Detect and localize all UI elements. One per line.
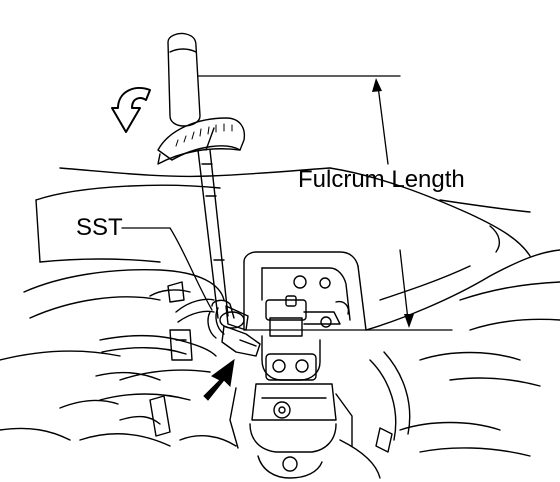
torque-wrench: [157, 32, 246, 319]
lower-dimension-arrow-shaft: [399, 249, 409, 321]
wrench-handle: [167, 32, 201, 127]
dimension-arrowhead-down: [404, 314, 414, 328]
shift-console-housing: [243, 249, 560, 331]
fulcrum-dimension-lines: [121, 75, 453, 331]
wrench-scale-dial: [157, 117, 246, 161]
sst-label: SST: [76, 214, 123, 241]
dimension-arrowhead-up: [372, 78, 382, 92]
wiring-harness: [0, 281, 541, 479]
fulcrum-length-label: Fulcrum Length: [298, 166, 465, 193]
shift-lever-mechanism: [229, 295, 353, 479]
rotation-arrow-icon: [111, 87, 151, 133]
wrench-shaft: [197, 149, 219, 319]
vehicle-body-outline: [0, 167, 531, 361]
upper-dimension-arrow-shaft: [377, 85, 389, 165]
sst-adapter-tool: [207, 305, 261, 357]
push-direction-arrow-icon: [203, 358, 235, 401]
